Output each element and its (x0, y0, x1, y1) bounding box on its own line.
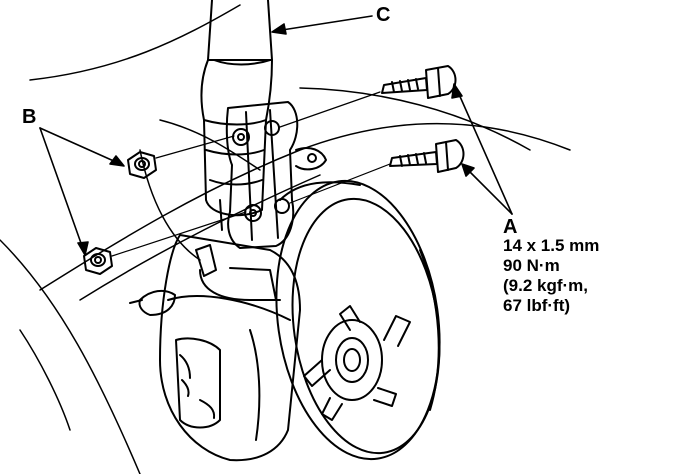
leader-a-upper (457, 91, 513, 215)
leader-a-lower (467, 169, 513, 215)
callout-label-c: C (376, 4, 391, 26)
wheel-stud-3 (373, 387, 397, 407)
knuckle-bracket (225, 101, 327, 249)
flange-bolt-lower (389, 139, 465, 173)
wheel-hub (303, 305, 411, 421)
wheel-stud-2 (383, 315, 411, 347)
strut-assembly (200, 0, 273, 231)
lower-bolt-hole-right (274, 198, 290, 214)
leader-b-lower (39, 127, 83, 247)
arrowhead-b-upper (109, 155, 125, 167)
flange-nut-lower (83, 247, 113, 275)
arrowhead-a-lower (461, 163, 475, 177)
assembly-guide-lines (111, 91, 391, 257)
arrowhead-a-upper (451, 83, 463, 99)
brake-disc (275, 179, 441, 461)
lower-bolt-hole (244, 204, 262, 222)
leader-c (281, 15, 373, 31)
wheel-stud-5 (303, 359, 331, 387)
arrowhead-b-lower (77, 241, 89, 256)
leader-b-upper (39, 127, 117, 163)
flange-nut-upper (127, 151, 157, 179)
callout-label-a: A (503, 216, 518, 238)
background-contour-lines (0, 4, 571, 474)
callout-label-b: B (22, 106, 37, 128)
torque-lbfft-text: 67 lbf·ft) (503, 296, 571, 315)
bolt-size-text: 14 x 1.5 mm (503, 236, 600, 255)
wheel-stud-1 (339, 305, 361, 331)
brake-caliper (129, 234, 301, 462)
callout-leader-lines (39, 15, 513, 256)
arrowhead-c (271, 23, 287, 35)
flange-bolt-upper (381, 65, 457, 99)
torque-nm-text: 90 N·m (503, 256, 560, 275)
upper-bolt-hole (232, 128, 250, 146)
torque-kgfm-text: (9.2 kgf·m, (503, 276, 589, 295)
upper-bolt-hole-right (264, 120, 280, 136)
torque-spec-block: 14 x 1.5 mm 90 N·m (9.2 kgf·m, 67 lbf·ft… (503, 236, 599, 316)
wheel-stud-4 (321, 397, 343, 421)
